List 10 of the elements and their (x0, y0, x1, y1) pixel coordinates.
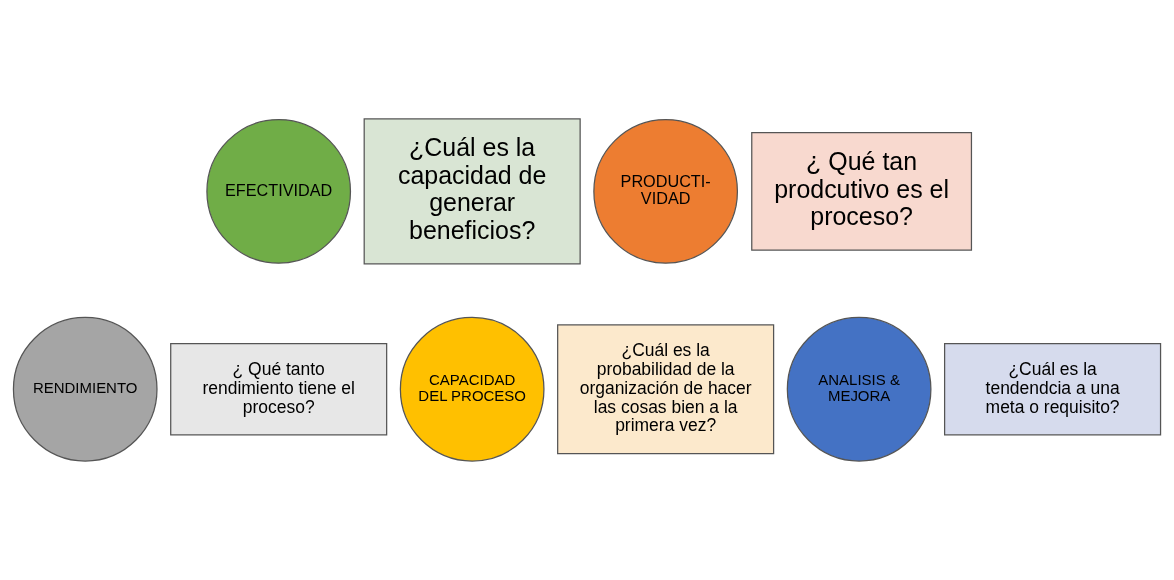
node-circle: CAPACIDAD DEL PROCESO (399, 316, 545, 462)
node-circle: PRODUCTI- VIDAD (593, 119, 739, 264)
node-box: ¿Cuál es la capacidad de generar beneficios? (363, 118, 581, 265)
node-box: ¿Cuál es la tendendcia a una meta o requisito? (944, 343, 1162, 436)
node-box: ¿ Qué tanto rendimiento tiene el proceso? (170, 343, 388, 436)
node-circle: ANALISIS & MEJORA (786, 316, 932, 462)
node-circle: RENDIMIENTO (12, 316, 158, 462)
node-circle: EFECTIVIDAD (206, 119, 352, 264)
node-box: ¿Cuál es la probabilidad de la organización de hacer las cosas bien a la primera vez? (557, 324, 775, 455)
node-box: ¿ Qué tan prodcutivo es el proceso? (751, 132, 973, 251)
